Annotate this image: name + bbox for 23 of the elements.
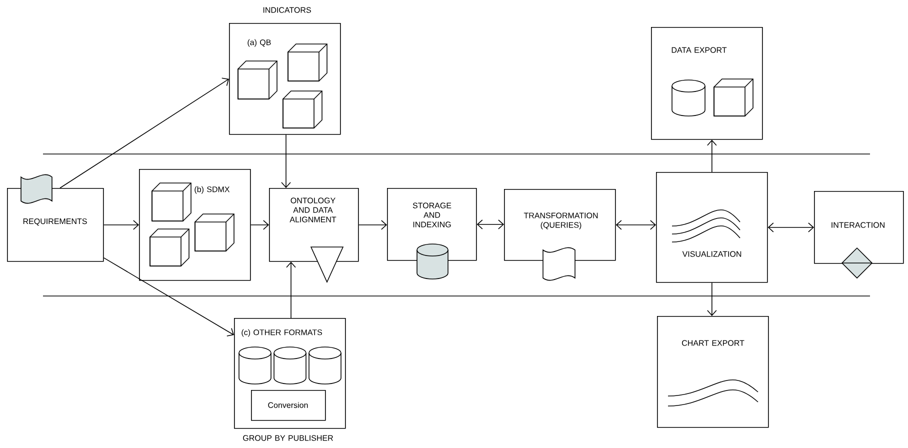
process-box: CHART EXPORT: [657, 316, 769, 428]
process-box: STORAGE AND INDEXING: [387, 188, 477, 280]
process-box: Conversion: [251, 390, 326, 421]
arrow: [707, 282, 717, 316]
arrow: [768, 222, 814, 232]
arrow: [103, 257, 234, 336]
arrow: [616, 220, 656, 230]
arrow: [358, 220, 387, 230]
group-box: (b) SDMX: [139, 169, 251, 281]
arrow: [707, 140, 717, 172]
group-box: INDICATORS (a) QB: [229, 7, 341, 135]
node-label: GROUP BY PUBLISHER: [243, 435, 333, 441]
process-box: VISUALIZATION: [656, 172, 768, 283]
process-box: REQUIREMENTS: [7, 174, 104, 262]
arrow: [476, 220, 504, 230]
arrow: [103, 220, 139, 230]
arrow: [250, 220, 269, 230]
process-box: TRANSFORMATION (QUERIES): [504, 189, 616, 281]
arrow: [286, 262, 296, 318]
process-box: DATA EXPORT: [651, 27, 763, 140]
arrow: [281, 134, 291, 188]
arrow: [60, 78, 229, 188]
node-label: INDICATORS: [263, 7, 311, 13]
